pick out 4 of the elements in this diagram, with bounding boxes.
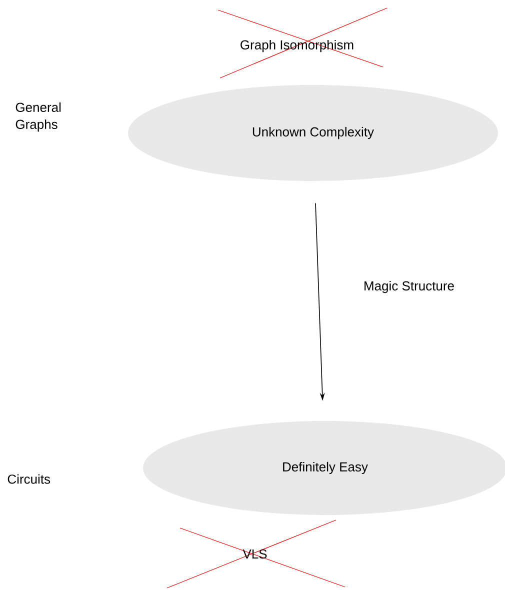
text-label: Circuits bbox=[8, 474, 50, 484]
edge-label: Magic Structure bbox=[361, 278, 456, 296]
ellipse-node: Unknown Complexity bbox=[128, 85, 498, 181]
text-label: General Graphs bbox=[16, 102, 61, 132]
